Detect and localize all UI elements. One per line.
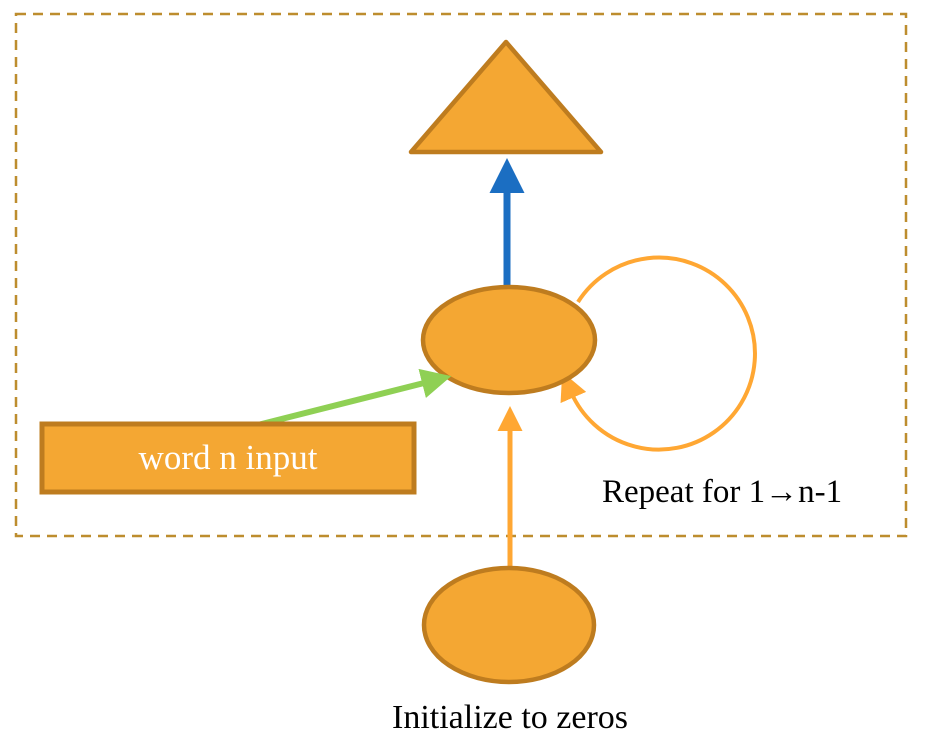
input-box-label: word n input bbox=[138, 438, 318, 477]
hidden-state-node bbox=[420, 284, 598, 396]
output-triangle bbox=[408, 39, 604, 155]
repeat-boundary bbox=[14, 12, 908, 538]
recurrence-loop bbox=[560, 255, 757, 452]
initial-state-node bbox=[421, 565, 597, 685]
initialize-label: Initialize to zeros bbox=[391, 699, 629, 736]
input-box bbox=[39, 421, 417, 495]
repeat-label: Repeat for 1→n-1 bbox=[602, 474, 843, 510]
